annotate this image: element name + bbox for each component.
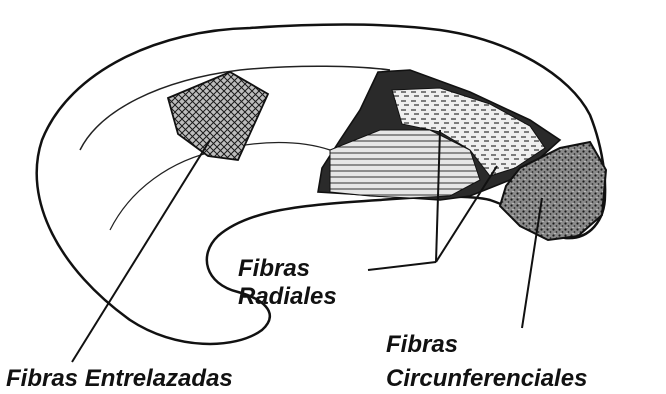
radial-leader-line-main	[368, 262, 436, 270]
circumferential-fibers-label-line1: Fibras	[386, 331, 458, 358]
circumferential-fibers-label-line2: Circunferenciales	[386, 365, 587, 392]
radial-fibers-label-line2: Radiales	[238, 283, 337, 310]
radial-fibers-label-line1: Fibras	[238, 255, 310, 282]
interlaced-fibers-label: Fibras Entrelazadas	[6, 365, 233, 392]
